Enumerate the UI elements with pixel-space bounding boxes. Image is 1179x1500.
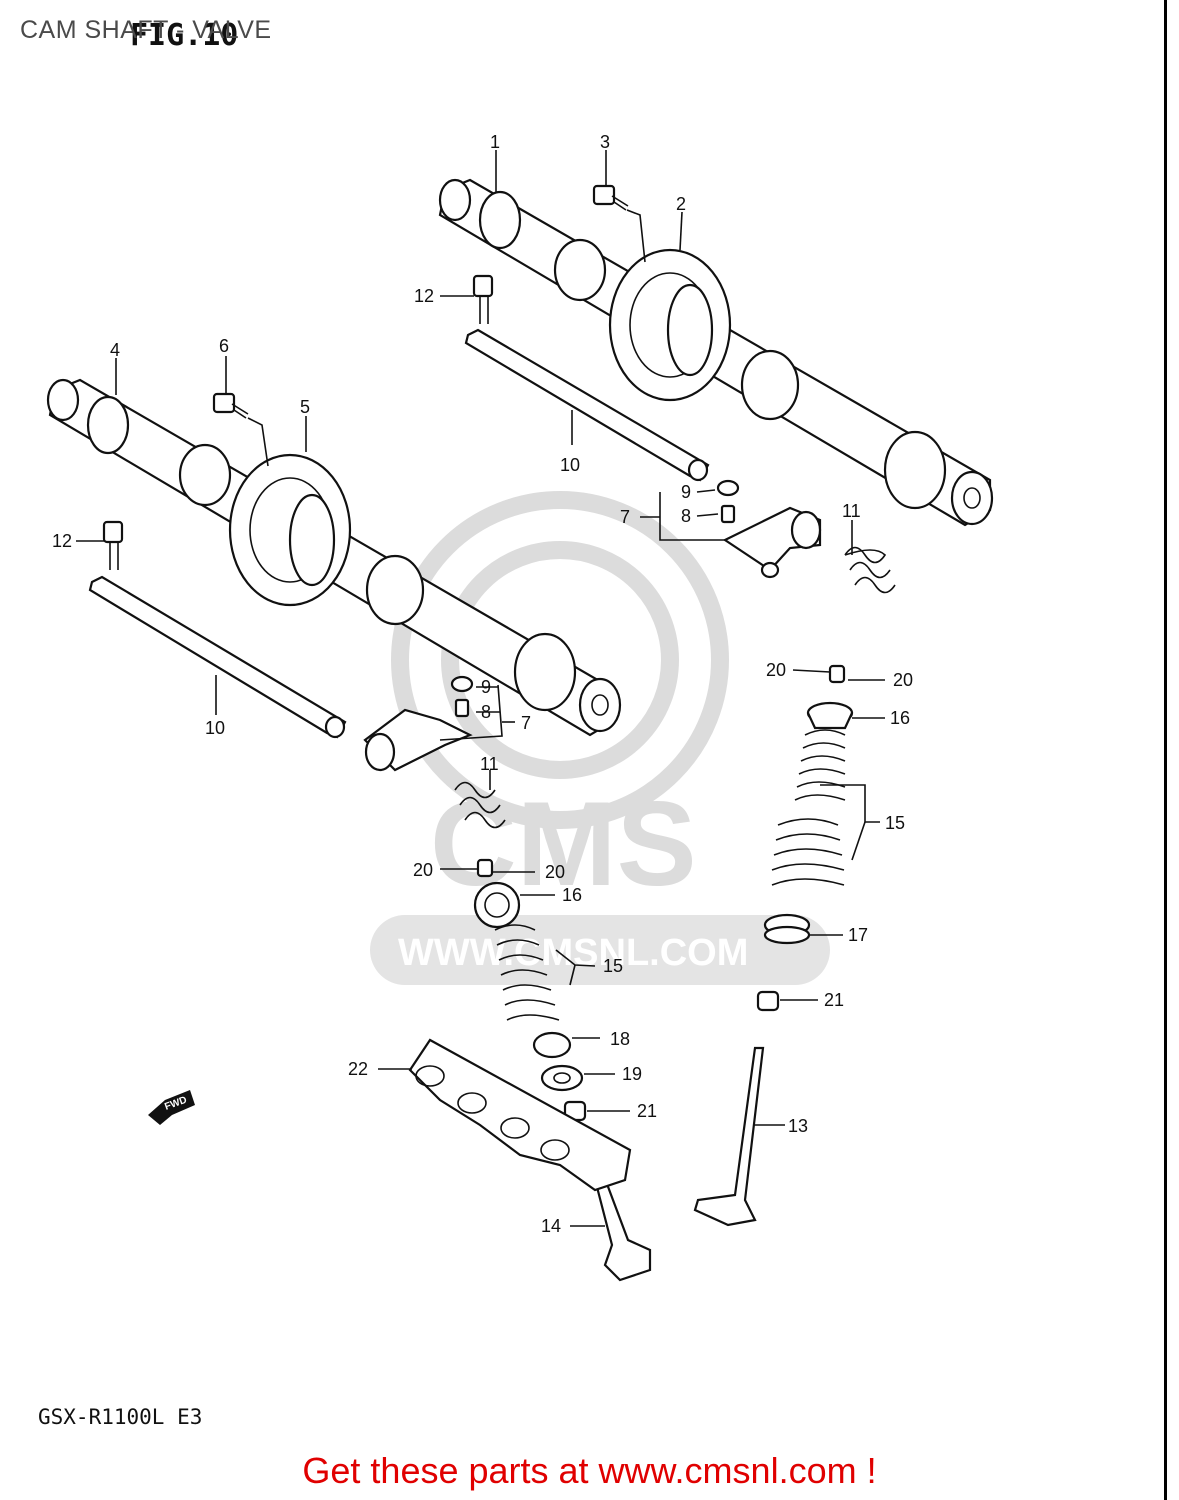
callout-20-c: 20	[413, 860, 433, 880]
footer-link[interactable]: Get these parts at www.cmsnl.com !	[302, 1450, 877, 1491]
callout-9-lower: 9	[481, 677, 491, 697]
spring-retainer-right	[806, 701, 854, 730]
callout-15-left: 15	[603, 956, 623, 976]
callout-14: 14	[541, 1216, 561, 1236]
watermark-logo: CMS WWW.CMSNL.COM	[370, 491, 830, 985]
oil-seal-21-right	[756, 990, 780, 1012]
page-border	[1164, 0, 1167, 1500]
figure-label: FIG.10	[130, 18, 239, 53]
rocker-arm-lower	[363, 675, 474, 772]
callout-20-b: 20	[893, 670, 913, 690]
callout-1: 1	[490, 132, 500, 152]
callout-16-left: 16	[562, 885, 582, 905]
spring-seat-17	[763, 913, 811, 945]
callout-21-left: 21	[637, 1101, 657, 1121]
rocker-shaft-lower	[88, 575, 347, 739]
valve-13	[693, 1046, 765, 1227]
rocker-arm-upper	[716, 479, 822, 579]
callout-17: 17	[848, 925, 868, 945]
callout-19: 19	[622, 1064, 642, 1084]
watermark-url: WWW.CMSNL.COM	[398, 932, 748, 974]
callout-labels: 1 3 2 12 4 6 5 10 9 8 7 11 12 20 20 9 8 …	[52, 132, 913, 1236]
washer-19	[540, 1064, 584, 1092]
spring-retainer-left	[473, 881, 521, 929]
callout-18: 18	[610, 1029, 630, 1049]
leader-lines	[76, 150, 885, 1227]
page-title: CAM SHAFT - VALVE	[20, 16, 272, 44]
callout-20-d: 20	[545, 862, 565, 882]
model-code: GSX-R1100L E3	[38, 1405, 203, 1429]
fwd-arrow-icon: FWD	[148, 1090, 195, 1125]
callout-16-right: 16	[890, 708, 910, 728]
valve-springs-right	[771, 729, 846, 886]
callout-12-upper: 12	[414, 286, 434, 306]
callout-15-right: 15	[885, 813, 905, 833]
cam-sprocket-upper	[608, 248, 732, 402]
bolt-12-lower	[102, 520, 124, 570]
cam-sprocket-lower	[228, 453, 352, 607]
valve-springs-left	[494, 924, 560, 1021]
callout-22: 22	[348, 1059, 368, 1079]
callout-3: 3	[600, 132, 610, 152]
spring-11-upper	[844, 546, 896, 594]
callout-6: 6	[219, 336, 229, 356]
callout-7-lower: 7	[521, 713, 531, 733]
callout-2: 2	[676, 194, 686, 214]
callout-8-lower: 8	[481, 702, 491, 722]
callout-20-a: 20	[766, 660, 786, 680]
spring-11-lower	[454, 781, 506, 829]
callout-11-upper: 11	[842, 501, 861, 521]
callout-11-lower: 11	[480, 754, 499, 774]
valve-cotters-right	[828, 664, 846, 684]
rocker-shaft-upper	[464, 328, 710, 482]
bolt-6	[212, 392, 249, 419]
bolt-3	[592, 184, 629, 211]
callout-12-lower: 12	[52, 531, 72, 551]
bolt-12-upper	[472, 274, 494, 324]
callout-5: 5	[300, 397, 310, 417]
callout-13: 13	[788, 1116, 808, 1136]
callout-21-right: 21	[824, 990, 844, 1010]
callout-7-upper: 7	[620, 507, 630, 527]
callout-4: 4	[110, 340, 120, 360]
gasket-22	[408, 1038, 632, 1192]
valve-cotters-left	[476, 858, 494, 878]
callout-8-upper: 8	[681, 506, 691, 526]
callout-10-lower: 10	[205, 718, 225, 738]
callout-9-upper: 9	[681, 482, 691, 502]
callout-10-upper: 10	[560, 455, 580, 475]
spring-seat-18	[532, 1031, 572, 1059]
